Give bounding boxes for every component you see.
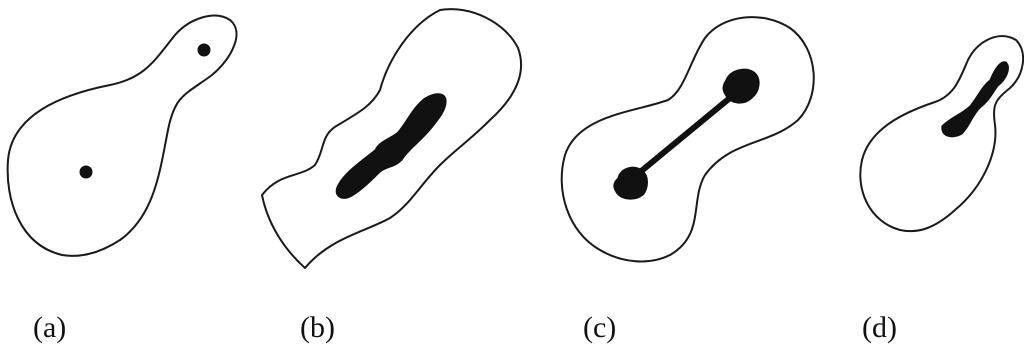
panel-label-d: (d) — [862, 311, 897, 344]
panel-d — [859, 35, 1024, 233]
panel-c — [560, 16, 815, 263]
panel-a-outline — [6, 14, 238, 257]
panel-b-blob — [335, 93, 447, 199]
panel-c-blob-lower — [613, 166, 648, 200]
panel-b-outline — [261, 8, 523, 269]
panel-label-c: (c) — [583, 311, 616, 344]
panel-c-rod — [625, 85, 745, 185]
panel-label-b: (b) — [300, 311, 335, 344]
panel-d-outline — [859, 35, 1024, 233]
panel-a — [6, 14, 238, 257]
panel-b — [261, 8, 523, 269]
panel-c-blob-upper — [722, 68, 760, 104]
panel-a-dot-lower — [79, 165, 93, 179]
panel-c-outline — [560, 16, 815, 263]
panel-d-blob — [941, 61, 1009, 138]
panel-a-dot-upper — [197, 43, 211, 57]
panel-label-a: (a) — [33, 311, 66, 344]
